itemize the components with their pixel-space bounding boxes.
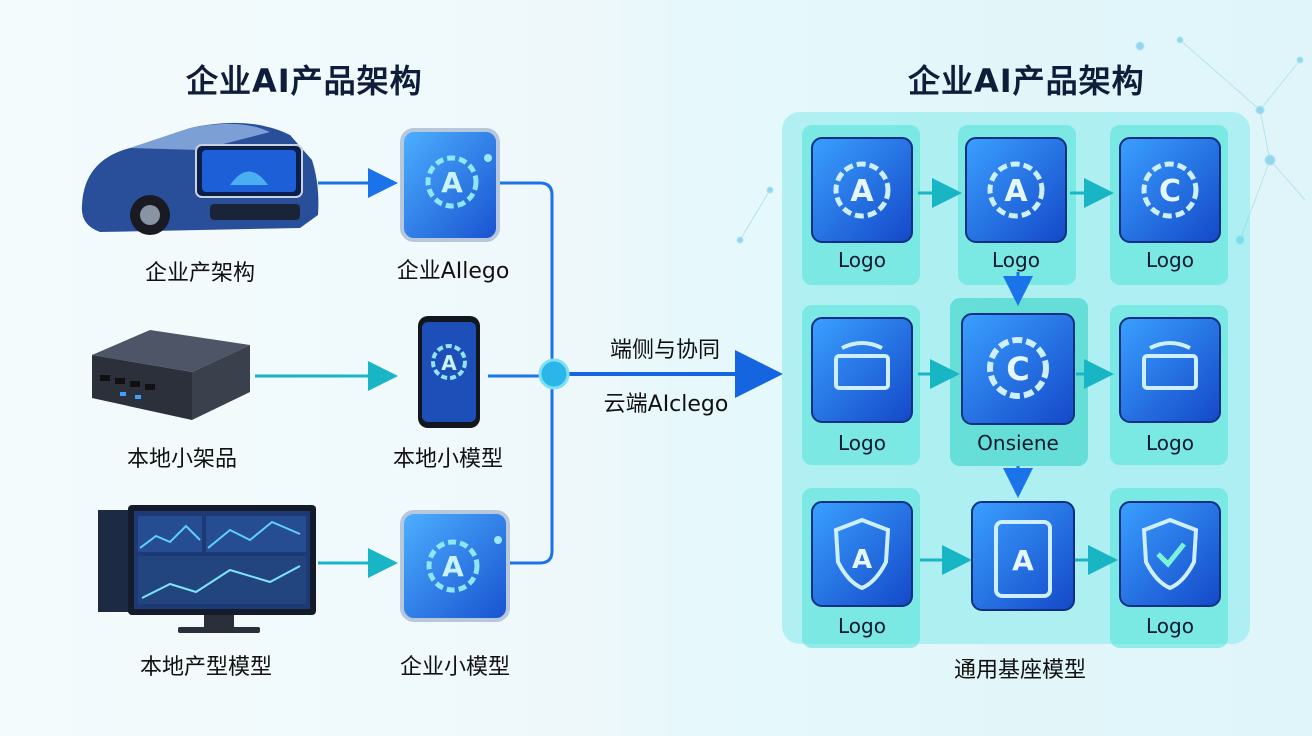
grid-label: Logo [992, 248, 1040, 272]
svg-text:C: C [1006, 350, 1029, 388]
c-gear-icon: C [1119, 137, 1221, 243]
network-decoration [736, 36, 1306, 245]
grid-label: Logo [838, 614, 886, 638]
grid-label: Logo [838, 248, 886, 272]
grid-label: Logo [1146, 614, 1194, 638]
svg-text:A: A [442, 550, 464, 583]
a-tablet-icon: A [971, 501, 1075, 611]
grid-label: Logo [838, 431, 886, 455]
a-gear-icon: A [811, 137, 913, 243]
svg-text:A: A [441, 166, 463, 199]
ai-chip-icon: A [400, 128, 500, 242]
footer-label: 通用基座模型 [953, 658, 1086, 683]
model-label: 本地小模型 [392, 447, 503, 472]
svg-text:C: C [1159, 174, 1181, 209]
svg-text:A: A [852, 545, 872, 575]
grid-arrows [918, 178, 1118, 575]
smartphone-ai-icon: A [418, 316, 480, 428]
svg-text:A: A [850, 174, 874, 209]
a-shield-icon: A [811, 501, 913, 607]
device-label: 企业产架构 [144, 261, 255, 286]
car-icon [81, 122, 319, 235]
device-label: 本地小架品 [126, 447, 237, 472]
a-gear-icon: A [965, 137, 1067, 243]
box-icon [811, 317, 913, 423]
box-icon [1119, 317, 1221, 423]
connector-top-label: 端侧与协同 [609, 338, 720, 363]
model-label: 企业小模型 [399, 655, 510, 680]
page-title-left: 企业AI产品架构 [186, 62, 423, 100]
model-label: 企业AIlego [396, 259, 510, 284]
grid-label: Logo [1146, 248, 1194, 272]
svg-text:A: A [441, 351, 457, 375]
shield-check-icon [1119, 501, 1221, 607]
device-arrows [255, 168, 398, 578]
mini-pc-icon [92, 330, 250, 420]
svg-text:A: A [1004, 174, 1028, 209]
connector-bottom-label: 云端AIclego [603, 392, 729, 417]
svg-text:A: A [1012, 544, 1034, 577]
monitor-dashboard-icon [98, 505, 316, 633]
page-title-right: 企业AI产品架构 [908, 62, 1145, 100]
ai-chip-icon: A [400, 510, 510, 622]
grid-label: Onsiene [977, 431, 1059, 455]
c-gear-icon: C [961, 313, 1075, 425]
hub-node [538, 358, 570, 390]
device-label: 本地产型模型 [139, 655, 272, 680]
grid-label: Logo [1146, 431, 1194, 455]
